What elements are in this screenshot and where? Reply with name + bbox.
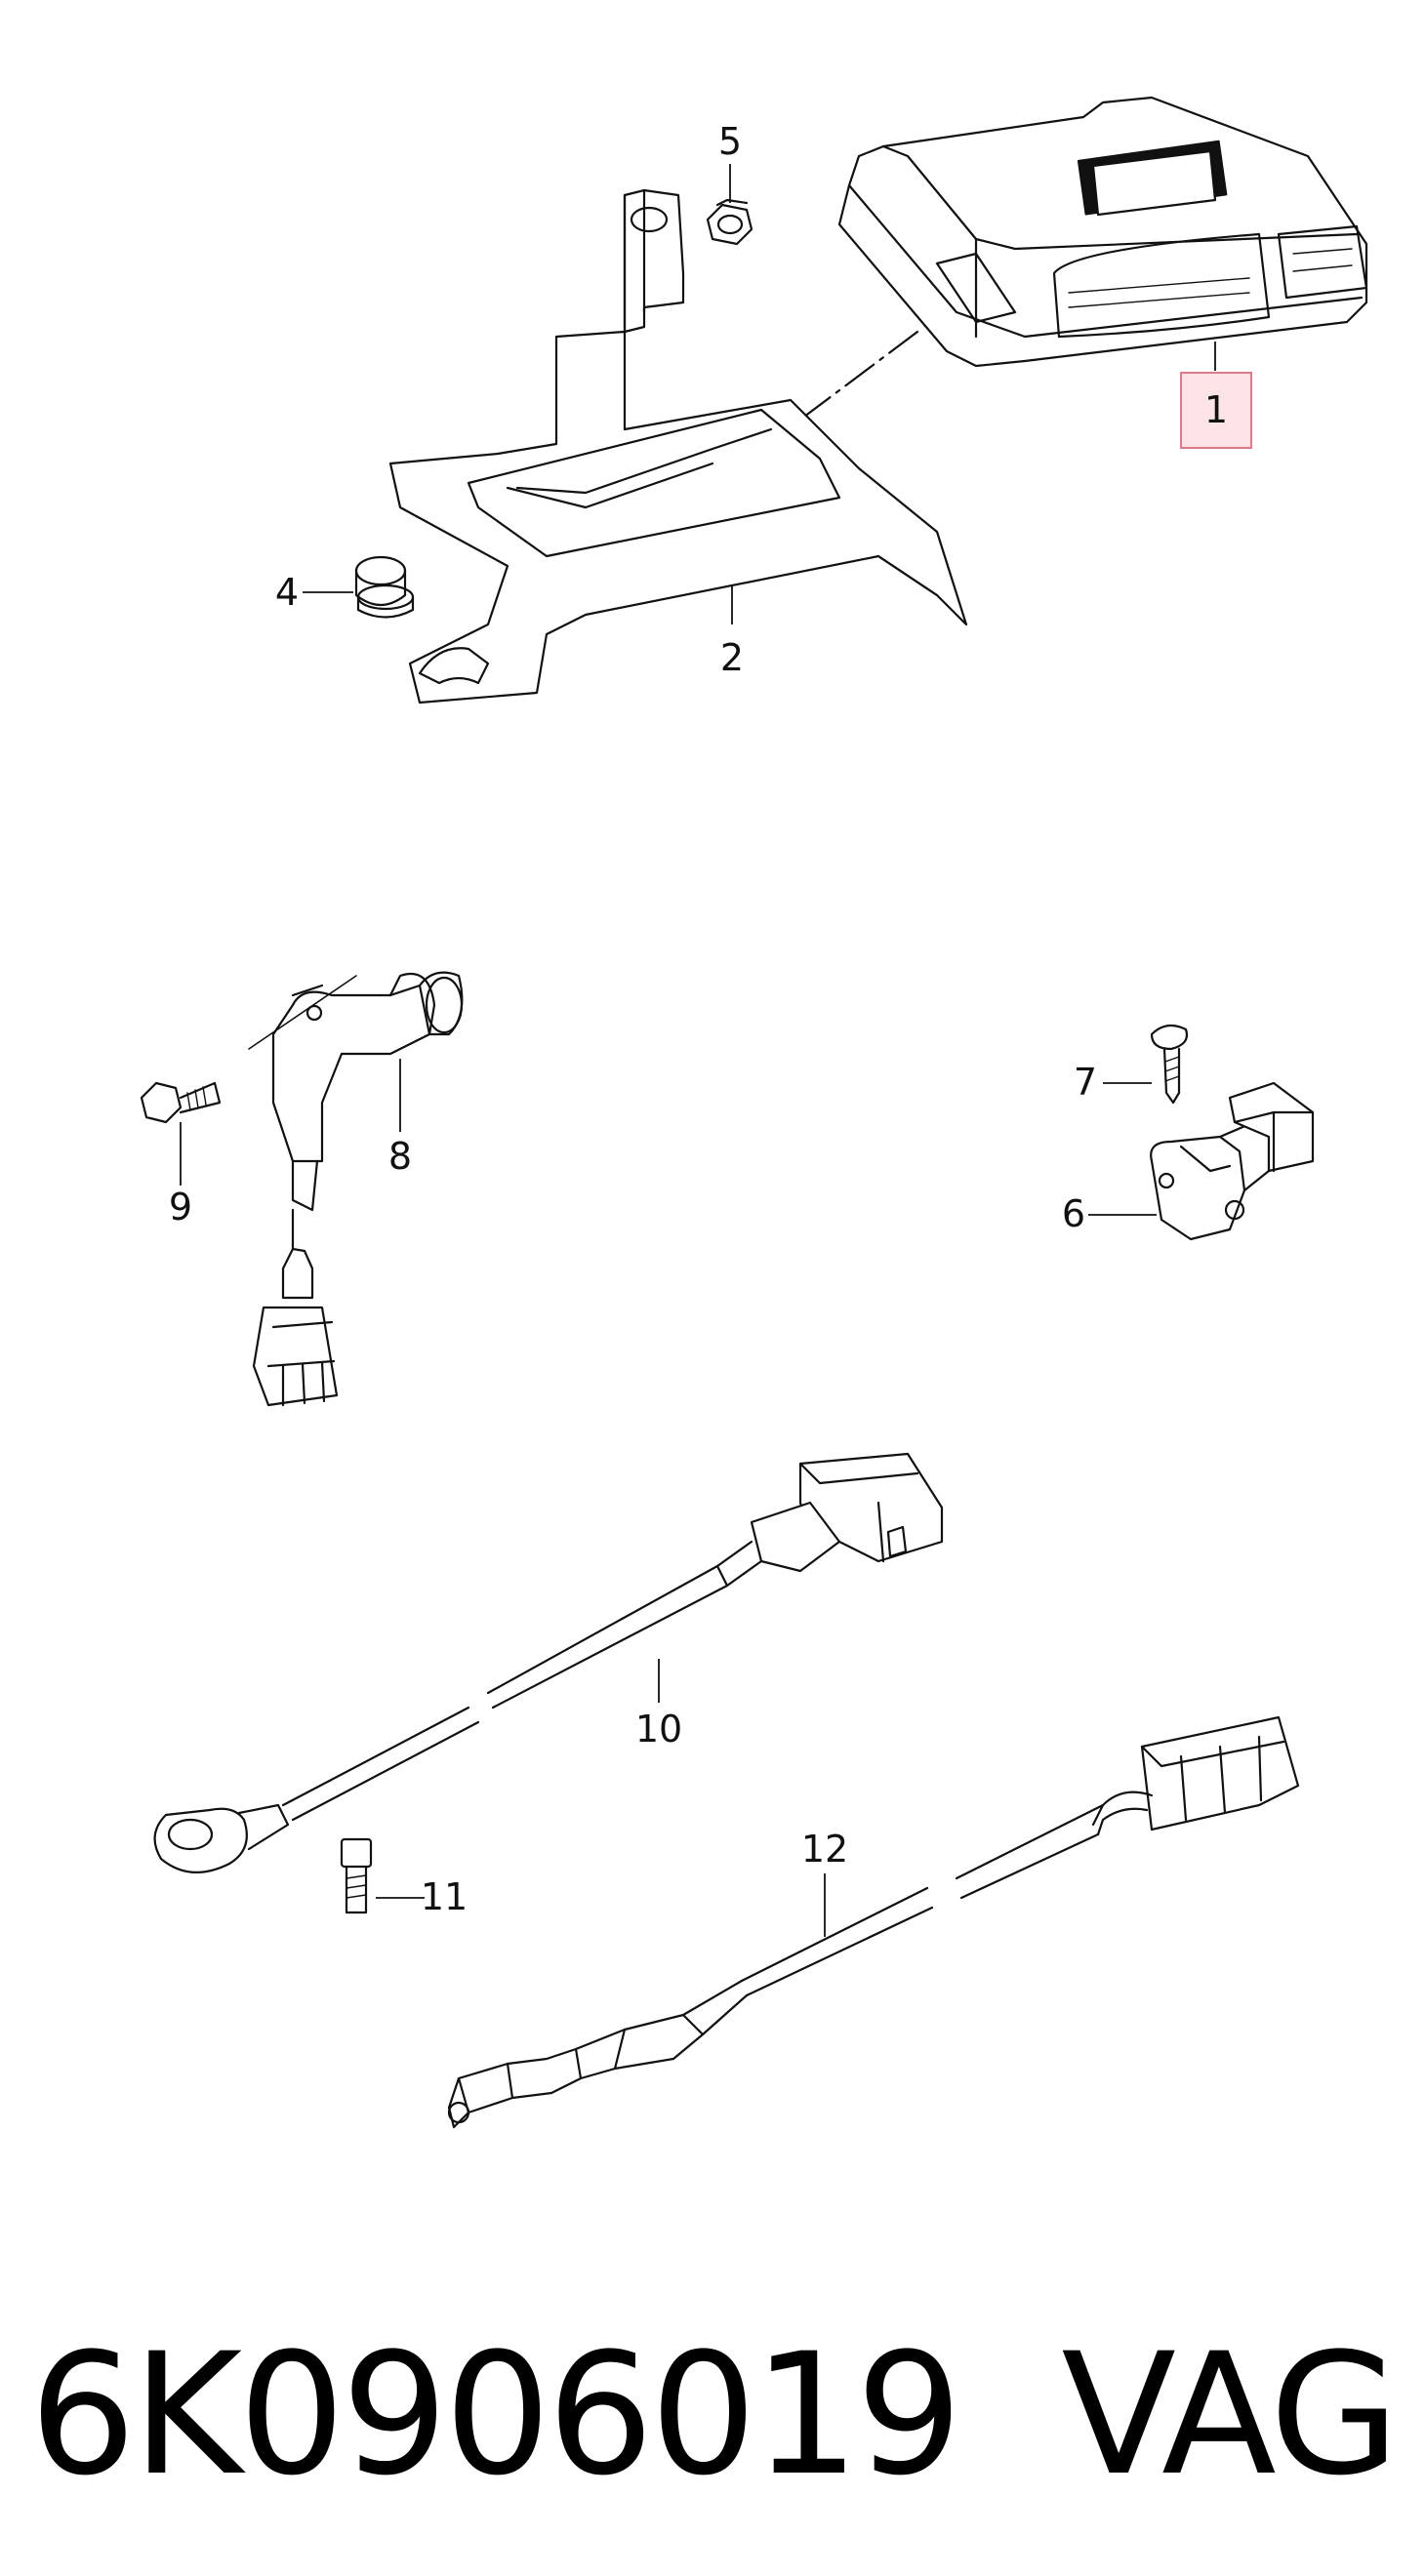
rubber-grommet [356,557,413,618]
callout-2[interactable]: 2 [720,636,744,679]
hex-bolt [142,1083,220,1122]
part-number: 6K0906019 [29,2316,962,2513]
knock-sensor [155,1454,942,1872]
brand-name: VAG [1061,2316,1400,2513]
callout-4[interactable]: 4 [275,571,299,614]
callout-8[interactable]: 8 [388,1135,412,1178]
callout-11[interactable]: 11 [421,1875,468,1918]
callout-5[interactable]: 5 [718,120,742,163]
callout-1[interactable]: 1 [1204,388,1228,431]
footer: 6K0906019 VAG [29,2274,1405,2556]
callout-10[interactable]: 10 [635,1708,682,1751]
callout-7[interactable]: 7 [1074,1061,1097,1104]
hex-nut [708,200,752,244]
lambda-probe [449,1717,1298,2127]
tapping-screw [1152,1026,1187,1103]
knock-sensor-bolt [342,1839,371,1912]
pressure-sensor [1151,1083,1313,1239]
engine-control-unit [839,98,1366,366]
callout-6[interactable]: 6 [1062,1192,1085,1235]
callout-12[interactable]: 12 [801,1828,848,1871]
callout-9[interactable]: 9 [169,1186,192,1228]
callout-1-highlight [1180,372,1252,449]
exploded-parts-diagram: 1 2 4 5 6 7 8 9 10 11 12 [0,0,1425,2274]
speed-sensor [254,973,462,1405]
mounting-bracket [390,190,966,703]
